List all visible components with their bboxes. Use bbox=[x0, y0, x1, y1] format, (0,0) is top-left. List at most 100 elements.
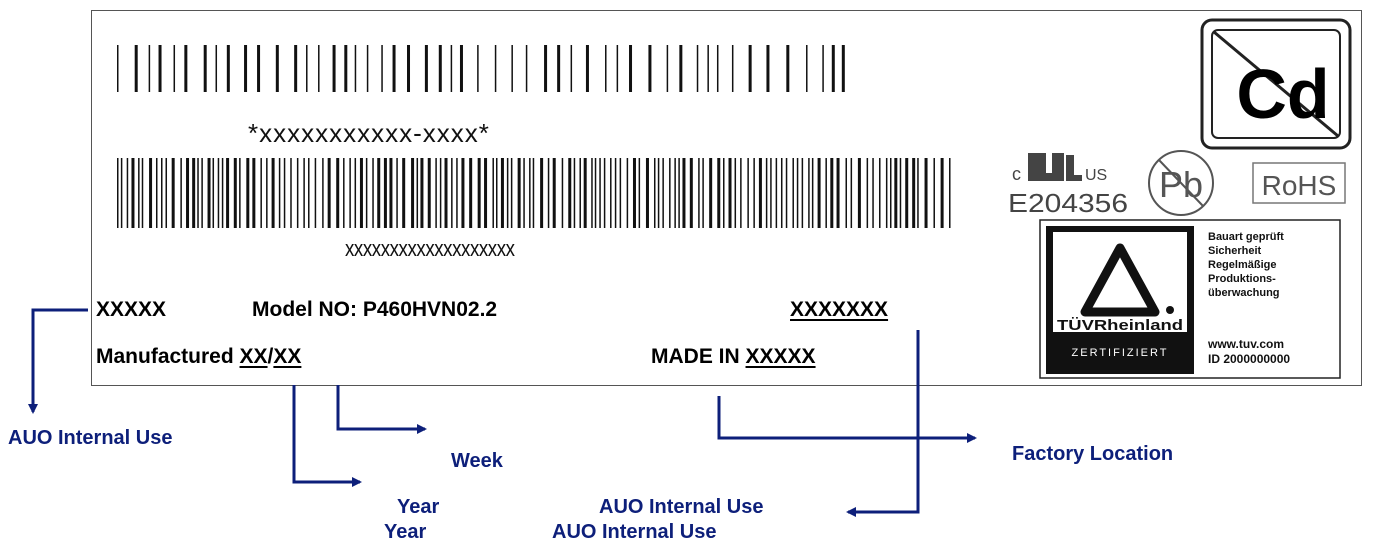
barcode-bar bbox=[244, 45, 248, 92]
barcode-bar bbox=[529, 158, 531, 228]
barcode-bar bbox=[155, 158, 158, 228]
barcode-bar bbox=[889, 158, 892, 228]
barcode-bar bbox=[632, 158, 636, 228]
annotation-factory: Factory Location bbox=[1012, 443, 1174, 465]
barcode-bar bbox=[662, 158, 664, 228]
barcode-bar bbox=[552, 158, 556, 228]
barcode-bar bbox=[885, 158, 888, 228]
barcode-bar bbox=[573, 158, 576, 228]
barcode-bar bbox=[605, 45, 607, 92]
barcode-bar bbox=[354, 158, 357, 228]
barcode-bar bbox=[322, 158, 324, 228]
barcode-bar bbox=[696, 45, 699, 92]
barcode-bar bbox=[278, 158, 281, 228]
barcode-bar bbox=[561, 158, 564, 228]
barcode-bar bbox=[407, 45, 411, 92]
barcode-bar bbox=[161, 158, 163, 228]
rohs-text: RoHS bbox=[1262, 170, 1337, 201]
ul-num: E204356 bbox=[1008, 188, 1128, 218]
barcode-bar bbox=[439, 158, 442, 228]
barcode-bar bbox=[197, 158, 199, 228]
barcode-bar bbox=[294, 45, 298, 92]
barcode-bar bbox=[296, 158, 299, 228]
barcode-bar bbox=[372, 158, 374, 228]
barcode-bar bbox=[141, 158, 144, 228]
tuv-text-line: Bauart geprüft bbox=[1208, 231, 1284, 243]
barcode-bar bbox=[657, 158, 660, 228]
barcode-bar bbox=[389, 158, 393, 228]
barcode-bar bbox=[233, 158, 237, 228]
barcode-bar bbox=[469, 158, 473, 228]
barcode-bar bbox=[138, 158, 140, 228]
barcode-bar bbox=[780, 158, 783, 228]
barcode-bar bbox=[343, 158, 345, 228]
barcode-bar bbox=[344, 45, 348, 92]
ul-c: c bbox=[1012, 164, 1021, 184]
barcode-bar bbox=[435, 158, 437, 228]
barcode-bar bbox=[666, 45, 669, 92]
barcode-bar bbox=[557, 45, 561, 92]
barcode-bar bbox=[246, 158, 250, 228]
arrow-year bbox=[292, 385, 362, 487]
barcode-bar bbox=[758, 158, 762, 228]
annotation-week: Week bbox=[451, 450, 503, 472]
barcode-bar bbox=[180, 158, 182, 228]
barcode-bar bbox=[830, 158, 834, 228]
ul-us: US bbox=[1085, 167, 1107, 184]
barcode-bar bbox=[257, 45, 261, 92]
barcode-bar bbox=[585, 45, 589, 92]
barcode-bar bbox=[801, 158, 804, 228]
barcode-bar bbox=[894, 158, 898, 228]
barcode-bar bbox=[217, 158, 220, 228]
barcode-bar bbox=[171, 158, 175, 228]
barcode-bar bbox=[396, 158, 398, 228]
barcode-bar bbox=[275, 45, 279, 92]
barcode-bar bbox=[450, 45, 453, 92]
barcode-bar bbox=[698, 158, 700, 228]
barcode-top-text: *xxxxxxxxxxx-xxxx* bbox=[248, 118, 490, 148]
barcode-bar bbox=[702, 158, 704, 228]
barcode-bar bbox=[811, 158, 814, 228]
barcode-bar bbox=[845, 158, 848, 228]
barcode-bar bbox=[420, 158, 424, 228]
annotation-year-2: Year bbox=[384, 521, 427, 543]
annotation-auo-right-2: AUO Internal Use bbox=[552, 521, 717, 543]
barcode-bar bbox=[614, 158, 617, 228]
arrow-factory bbox=[717, 396, 977, 443]
barcode-bar bbox=[822, 45, 824, 92]
barcode-bar bbox=[629, 45, 633, 92]
barcode-bar bbox=[117, 45, 119, 92]
barcode-bar bbox=[226, 158, 230, 228]
manufactured-year: XX bbox=[239, 345, 268, 368]
barcode-bar bbox=[308, 158, 310, 228]
barcode-bar bbox=[381, 45, 383, 92]
barcode-bar bbox=[678, 158, 680, 228]
barcode-bar bbox=[377, 158, 381, 228]
barcode-bar bbox=[266, 158, 268, 228]
tuv-text-line: Sicherheit bbox=[1208, 245, 1262, 257]
manufactured-sep: / bbox=[267, 345, 274, 368]
manufactured-week: XX bbox=[273, 345, 302, 368]
barcode-bar bbox=[477, 158, 481, 228]
barcode-bar bbox=[748, 45, 752, 92]
annotation-auo-right-1: AUO Internal Use bbox=[599, 496, 764, 518]
barcode-bar bbox=[271, 158, 275, 228]
barcode-bar bbox=[707, 45, 709, 92]
barcode-bar bbox=[808, 158, 810, 228]
barcode-bar bbox=[747, 158, 749, 228]
barcode-bar bbox=[260, 158, 262, 228]
barcode-bar bbox=[717, 158, 721, 228]
tuv-text-line: Produktions- bbox=[1208, 273, 1276, 285]
barcode-bar bbox=[817, 158, 821, 228]
barcode-bar bbox=[674, 158, 676, 228]
barcode-bar bbox=[583, 158, 587, 228]
barcode-bar bbox=[525, 45, 528, 92]
barcode-bar bbox=[775, 158, 778, 228]
barcode-bar bbox=[365, 158, 368, 228]
barcode-bar bbox=[591, 158, 593, 228]
barcode-bar bbox=[318, 45, 320, 92]
barcode-bar bbox=[532, 158, 535, 228]
